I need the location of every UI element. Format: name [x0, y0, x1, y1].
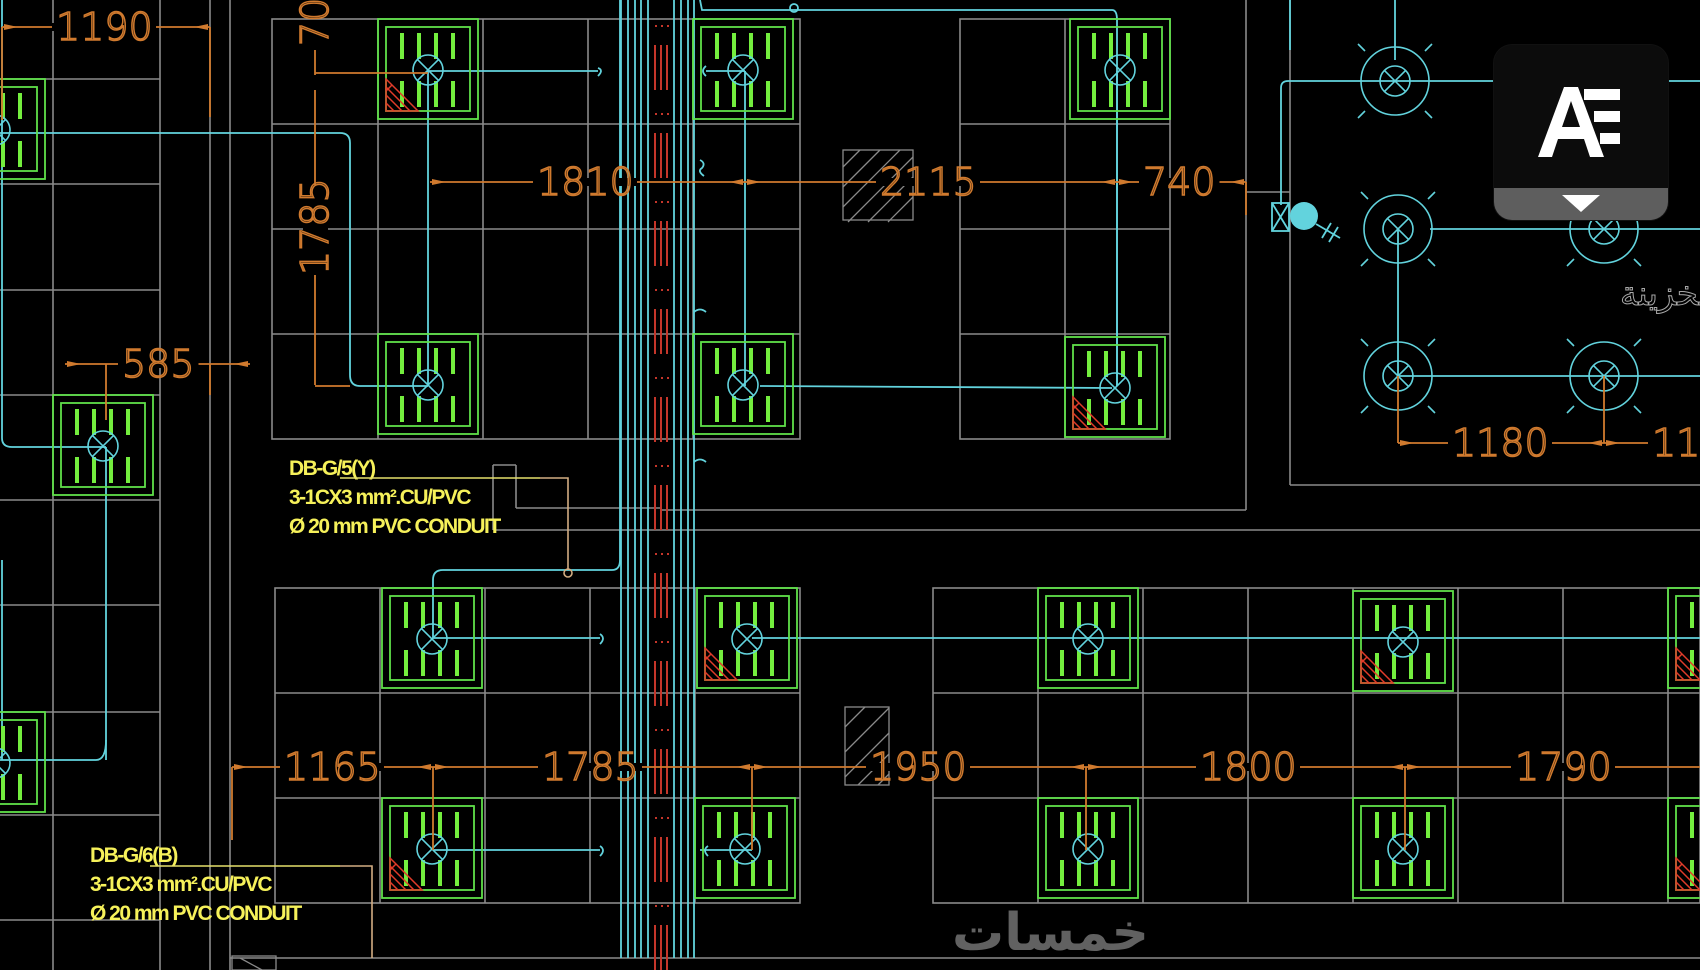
recessed-fluorescent-fixture-icon: [1351, 589, 1455, 693]
recessed-fluorescent-fixture-icon: [0, 710, 47, 814]
circuit-id: DB-G/5(Y): [289, 457, 375, 480]
dimension-label: 1190: [56, 5, 153, 49]
recessed-fluorescent-fixture-icon: [691, 332, 795, 436]
dimension-label: 1785: [542, 745, 639, 789]
dimension-label: 1790: [1515, 745, 1612, 789]
dimension-label: 70: [293, 0, 337, 46]
dimension-label: 1810: [537, 160, 634, 204]
recessed-fluorescent-fixture-icon: [0, 77, 47, 181]
dimensions: 1190 1810 2115 740 585 1180 11 1165 1785 1950 1800…: [1, 0, 1700, 850]
circuit-conduit: Ø 20 mm PVC CONDUIT: [289, 515, 501, 538]
accessibility-button[interactable]: [1494, 45, 1668, 220]
dimension-label: 1785: [293, 178, 337, 275]
recessed-fluorescent-fixture-icon: [691, 17, 795, 121]
dimension-label: 1180: [1452, 421, 1549, 465]
circuit-cable: 3-1CX3 mm².CU/PVC: [90, 873, 272, 896]
circuit-label-2: DB-G/6(B) 3-1CX3 mm².CU/PVC Ø 20 mm PVC …: [90, 844, 373, 958]
recessed-fluorescent-fixture-icon: [693, 796, 797, 900]
dimension-label: 585: [122, 342, 195, 386]
recessed-fluorescent-fixture-icon: [1351, 796, 1455, 900]
emergency-hatch-icon: [1675, 647, 1700, 681]
dimension-label: 1800: [1200, 745, 1297, 789]
recessed-fluorescent-fixture-icon: [1036, 796, 1140, 900]
red-bus-segments: [654, 25, 669, 970]
circuit-label-1: DB-G/5(Y) 3-1CX3 mm².CU/PVC Ø 20 mm PVC …: [289, 457, 573, 578]
text-accessibility-icon: [1538, 87, 1620, 157]
switch-icon: [1271, 202, 1341, 243]
circuit-conduit: Ø 20 mm PVC CONDUIT: [90, 902, 302, 925]
recessed-fluorescent-fixture-icon: [1068, 17, 1172, 121]
watermark-logo: خمسات: [952, 903, 1149, 963]
expand-toggle[interactable]: [1494, 188, 1668, 220]
dimension-label: 2115: [880, 160, 977, 204]
emergency-hatch-icon: [1675, 857, 1700, 891]
caret-down-icon: [1562, 195, 1600, 212]
dimension-label: 1950: [870, 745, 967, 789]
room-label: الخزينة: [1620, 274, 1700, 314]
dimension-label: 740: [1143, 160, 1216, 204]
cable-bus: [620, 0, 695, 958]
dimension-label: 11: [1652, 421, 1700, 465]
dimension-label: 1165: [284, 745, 381, 789]
recessed-fluorescent-fixture-icon: [51, 393, 155, 497]
circuit-cable: 3-1CX3 mm².CU/PVC: [289, 486, 471, 509]
recessed-fluorescent-fixture-icon: [380, 796, 484, 900]
wiring: [0, 0, 1700, 857]
circuit-id: DB-G/6(B): [90, 844, 177, 867]
